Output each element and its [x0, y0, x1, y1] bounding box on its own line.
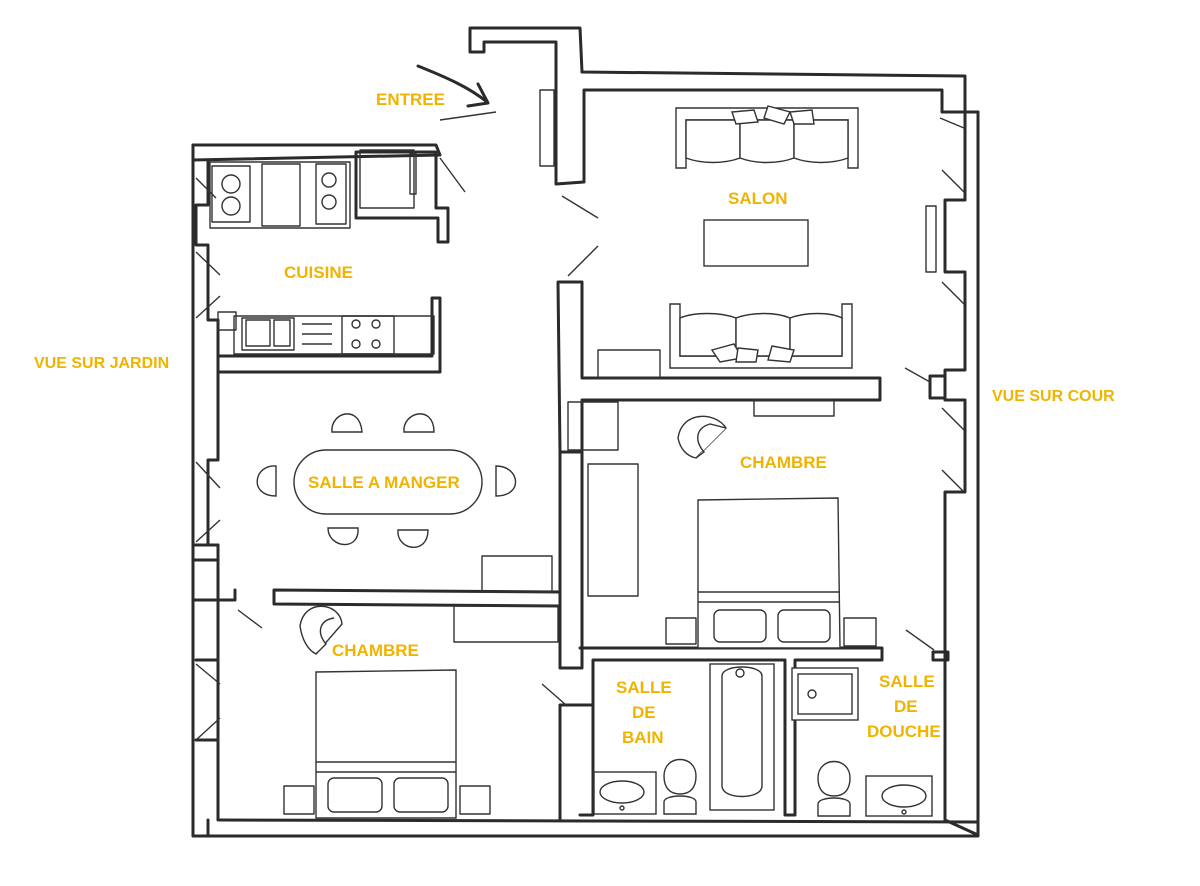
label-salle-de-douche-3: DOUCHE	[867, 722, 941, 741]
label-vue-sur-jardin: VUE SUR JARDIN	[34, 355, 169, 372]
label-salle-de-bain-3: BAIN	[622, 728, 664, 747]
bedroom-right-furniture	[567, 399, 877, 649]
bedroom-left-furniture	[283, 605, 491, 819]
shower-room-fixtures	[791, 667, 933, 817]
dining-furniture	[256, 413, 559, 643]
label-salle-a-manger: SALLE A MANGER	[308, 473, 460, 492]
interior-walls	[216, 150, 950, 822]
label-vue-sur-cour: VUE SUR COUR	[992, 388, 1115, 405]
label-salle-de-douche-2: DE	[894, 697, 918, 716]
kitchen-fixtures	[209, 149, 435, 355]
label-salle-de-bain-1: SALLE	[616, 678, 672, 697]
label-salle-de-douche-1: SALLE	[879, 672, 935, 691]
exterior-walls	[191, 26, 980, 838]
label-chambre-left: CHAMBRE	[332, 641, 419, 660]
label-salon: SALON	[728, 189, 788, 208]
door-marks	[195, 64, 965, 741]
bathroom-fixtures	[593, 663, 775, 815]
room-labels: ENTREE SALON CUISINE SALLE A MANGER CHAM…	[34, 90, 1115, 747]
label-entree: ENTREE	[376, 90, 445, 109]
label-chambre-right: CHAMBRE	[740, 453, 827, 472]
salon-furniture	[539, 89, 937, 379]
label-cuisine: CUISINE	[284, 263, 353, 282]
label-salle-de-bain-2: DE	[632, 703, 656, 722]
